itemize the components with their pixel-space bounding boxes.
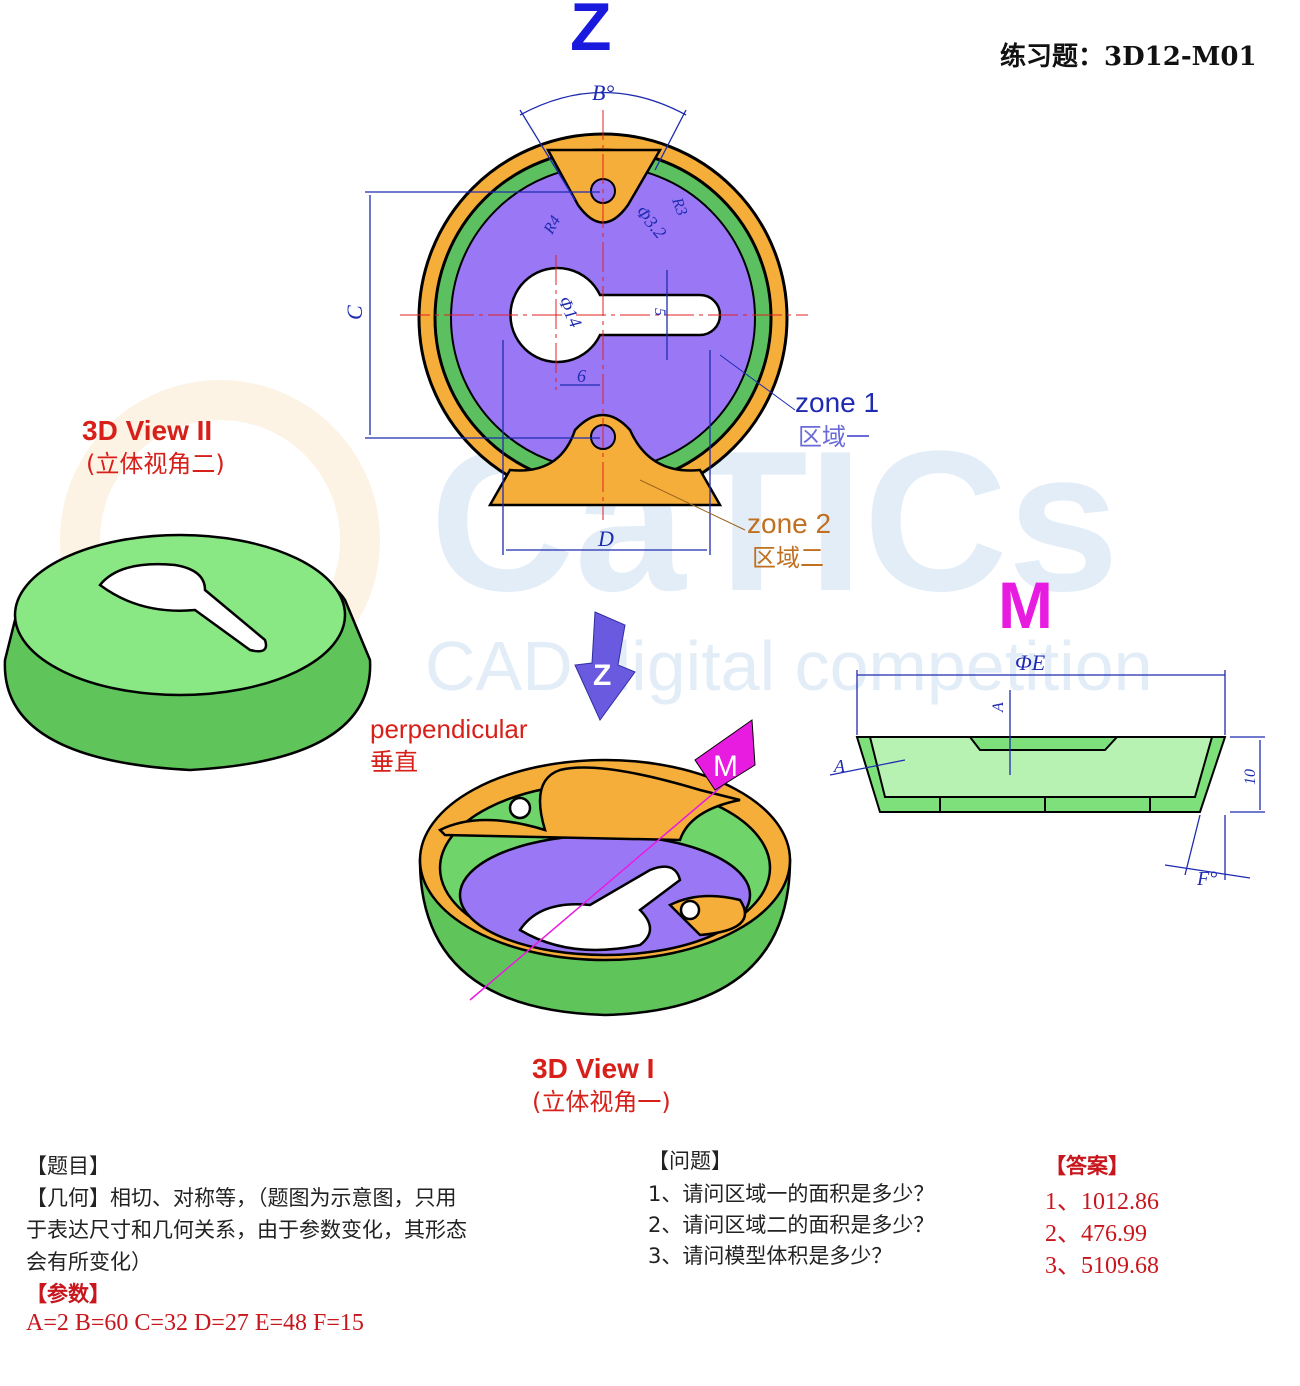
m-flag: M [694,719,756,791]
section-plane-line [469,774,736,1001]
question-3: 3、请问模型体积是多少？ [648,1244,893,1268]
section-view [855,736,1227,813]
view2-title: 3D View II [82,415,212,446]
dim-height: 10 [1242,769,1259,785]
dim-b: B° [592,80,614,105]
zone2-label: zone 2 [747,508,831,539]
dim-e: ΦE [1015,650,1046,675]
view2-subtitle: (立体视角二) [86,450,225,478]
perpendicular-label: perpendicular [370,714,528,744]
view1-subtitle: (立体视角一) [532,1088,671,1116]
watermark: CaTICs CAD digital competition [60,380,1153,705]
answer-3: 3、5109.68 [1045,1253,1159,1279]
svg-text:Z: Z [593,659,611,692]
view-label-m: M [998,568,1053,642]
zone1-label-cn: 区域一 [798,423,870,451]
answers-heading: 【答案】 [1045,1154,1129,1178]
dim-a-side: A [833,756,846,776]
view2-model [3,533,372,772]
dim-r3: R3 [668,195,690,218]
dim-f: F° [1196,868,1217,890]
question-1: 1、请问区域一的面积是多少？ [648,1182,935,1206]
answer-2: 2、476.99 [1045,1221,1147,1247]
svg-text:M: M [713,750,738,783]
problem-geometry: 【几何】相切、对称等，（题图为示意图，只用 [26,1186,457,1210]
params-values: A=2 B=60 C=32 D=27 E=48 F=15 [26,1310,364,1336]
view-label-z: Z [570,0,612,65]
questions-heading: 【问题】 [648,1149,732,1173]
dim-offset: 6 [577,366,586,386]
params-heading: 【参数】 [26,1282,110,1306]
zone1-label: zone 1 [795,387,879,418]
dim-c: C [342,305,367,320]
top-view: B° C D R4 R3 Φ3.2 Φ14 5 6 [342,80,808,555]
problem-geometry-2: 于表达尺寸和几何关系，由于参数变化，其形态 [26,1218,467,1242]
exercise-title: 练习题：3D12-M01 [1000,42,1257,72]
svg-text:CAD digital competition: CAD digital competition [425,627,1153,705]
problem-geometry-3: 会有所变化） [26,1250,152,1274]
z-direction-arrow: Z [574,611,636,721]
dim-d: D [597,526,614,551]
dim-slot: 5 [651,308,668,316]
problem-heading: 【题目】 [26,1154,110,1178]
zone2-label-cn: 区域二 [752,544,824,572]
answer-1: 1、1012.86 [1045,1189,1159,1215]
view1-model [418,758,792,1017]
perpendicular-label-cn: 垂直 [370,748,418,776]
question-2: 2、请问区域二的面积是多少？ [648,1213,935,1237]
dim-a-vertical: A [990,702,1007,713]
view1-title: 3D View I [532,1053,654,1084]
